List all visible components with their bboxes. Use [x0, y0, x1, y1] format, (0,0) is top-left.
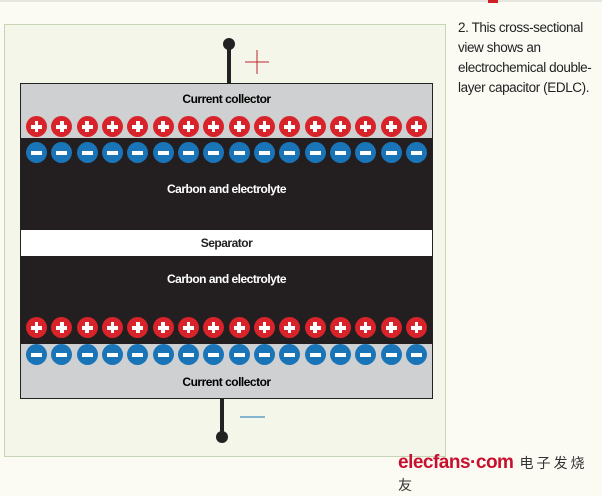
positive-charge-icon [177, 317, 199, 338]
negative-charge-icon [329, 344, 351, 365]
negative-charge-icon [279, 344, 301, 365]
negative-charge-icon [279, 142, 301, 163]
separator: Separator [21, 230, 432, 256]
top-tab [488, 0, 498, 3]
positive-charge-icon [355, 116, 377, 137]
positive-charge-icon [203, 116, 225, 137]
negative-charge-icon [76, 142, 98, 163]
negative-charge-row-bottom [26, 344, 427, 365]
positive-charge-icon [228, 317, 250, 338]
edlc-diagram: Current collector Carbon and electrolyte… [20, 83, 433, 399]
positive-charge-icon [203, 317, 225, 338]
positive-charge-icon [76, 317, 98, 338]
positive-charge-icon [76, 116, 98, 137]
positive-charge-icon [177, 116, 199, 137]
negative-charge-icon [51, 344, 73, 365]
positive-charge-icon [26, 317, 47, 338]
negative-charge-icon [152, 142, 174, 163]
positive-charge-row-bottom [26, 317, 427, 338]
top-current-collector: Current collector [182, 92, 271, 106]
positive-charge-icon [101, 116, 123, 137]
negative-charge-icon [405, 344, 427, 365]
negative-charge-icon [101, 344, 123, 365]
negative-charge-icon [51, 142, 73, 163]
negative-charge-icon [304, 142, 326, 163]
positive-charge-icon [380, 116, 402, 137]
negative-charge-icon [203, 142, 225, 163]
positive-charge-icon [253, 317, 275, 338]
positive-charge-icon [127, 116, 149, 137]
negative-charge-icon [26, 344, 47, 365]
positive-charge-icon [279, 317, 301, 338]
negative-charge-icon [228, 142, 250, 163]
positive-charge-icon [329, 317, 351, 338]
bottom-current-collector: Current collector [182, 375, 271, 389]
positive-charge-icon [101, 317, 123, 338]
positive-charge-icon [405, 317, 427, 338]
negative-charge-icon [329, 142, 351, 163]
positive-charge-icon [127, 317, 149, 338]
positive-charge-icon [380, 317, 402, 338]
negative-charge-icon [26, 142, 47, 163]
positive-terminal [223, 38, 235, 50]
negative-charge-icon [127, 142, 149, 163]
positive-charge-icon [228, 116, 250, 137]
positive-charge-icon [329, 116, 351, 137]
positive-charge-icon [26, 116, 47, 137]
positive-charge-row-top [26, 116, 427, 137]
positive-charge-icon [152, 116, 174, 137]
negative-charge-icon [152, 344, 174, 365]
positive-charge-icon [405, 116, 427, 137]
negative-charge-icon [355, 344, 377, 365]
positive-charge-icon [51, 317, 73, 338]
negative-charge-icon [405, 142, 427, 163]
positive-charge-icon [152, 317, 174, 338]
top-border [0, 0, 602, 2]
negative-charge-icon [127, 344, 149, 365]
figure-caption: 2. This cross-sectional view shows an el… [458, 20, 592, 95]
positive-charge-icon [253, 116, 275, 137]
negative-terminal [216, 431, 228, 443]
negative-charge-icon [228, 344, 250, 365]
negative-charge-icon [253, 142, 275, 163]
positive-charge-icon [355, 317, 377, 338]
plus-sign-icon [245, 50, 269, 74]
positive-charge-icon [279, 116, 301, 137]
positive-charge-icon [51, 116, 73, 137]
negative-charge-icon [101, 142, 123, 163]
negative-charge-icon [304, 344, 326, 365]
negative-charge-icon [253, 344, 275, 365]
negative-charge-icon [177, 344, 199, 365]
negative-charge-icon [76, 344, 98, 365]
negative-charge-icon [177, 142, 199, 163]
negative-charge-icon [380, 142, 402, 163]
negative-charge-icon [203, 344, 225, 365]
negative-charge-icon [355, 142, 377, 163]
positive-charge-icon [304, 317, 326, 338]
negative-charge-icon [380, 344, 402, 365]
negative-charge-row-top [26, 142, 427, 163]
positive-charge-icon [304, 116, 326, 137]
